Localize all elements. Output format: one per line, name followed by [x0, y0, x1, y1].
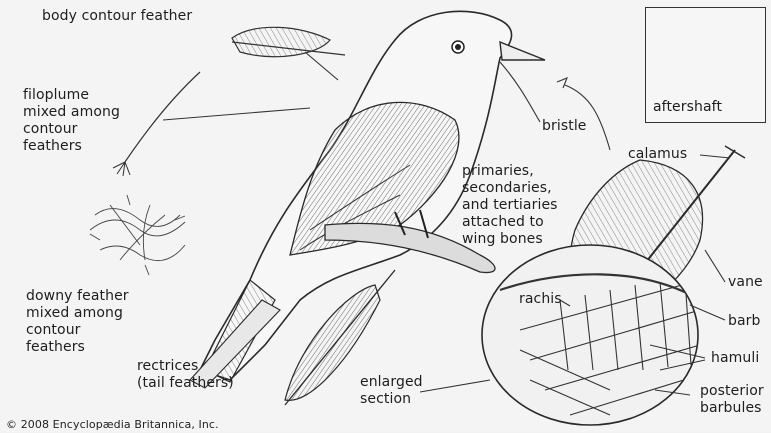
body-contour-feather-illustration	[232, 27, 345, 56]
label-downy-feather: downy feather mixed among contour feathe…	[26, 288, 129, 356]
copyright-credit: © 2008 Encyclopædia Britannica, Inc.	[6, 416, 219, 433]
label-hamuli: hamuli	[711, 350, 759, 367]
magnified-section-illustration	[420, 245, 700, 425]
label-aftershaft: aftershaft	[653, 99, 722, 116]
label-rectrices: rectrices (tail feathers)	[137, 358, 234, 392]
label-body-contour-feather: body contour feather	[42, 8, 192, 25]
downy-feather-illustration	[90, 195, 185, 275]
label-barb: barb	[728, 313, 761, 330]
label-bristle: bristle	[542, 118, 587, 135]
filoplume-illustration	[113, 72, 200, 176]
label-posterior-barbules: posterior barbules	[700, 383, 764, 417]
label-rachis: rachis	[519, 291, 562, 308]
label-calamus: calamus	[628, 146, 687, 163]
label-primaries-secondaries-tertiaries: primaries, secondaries, and tertiaries a…	[462, 163, 558, 248]
label-vane: vane	[728, 274, 763, 291]
label-enlarged-section: enlarged section	[360, 374, 423, 408]
label-filoplume: filoplume mixed among contour feathers	[23, 87, 120, 155]
